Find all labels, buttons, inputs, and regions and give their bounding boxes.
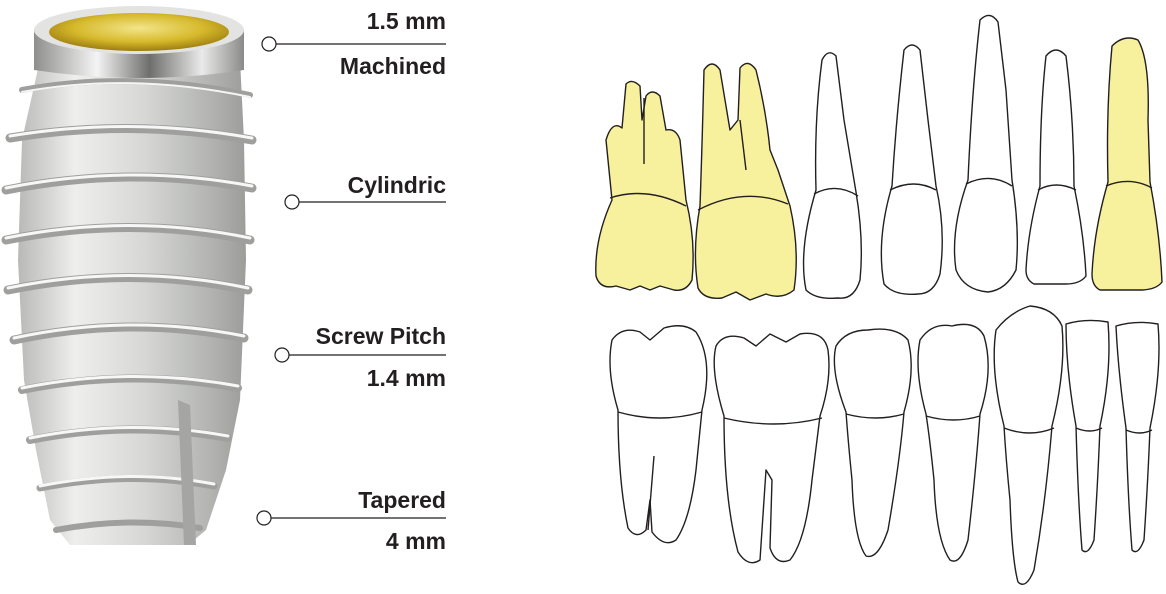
label-collar-finish: Machined — [340, 53, 446, 80]
implant — [6, 6, 252, 545]
label-collar-size: 1.5 mm — [367, 8, 446, 35]
callout-marker-body — [285, 195, 299, 209]
upper-teeth — [596, 15, 1162, 300]
upper-canine — [955, 15, 1018, 292]
lower-premolar-1 — [834, 329, 911, 556]
lower-lateral-incisor — [1066, 320, 1109, 551]
label-thread-name: Screw Pitch — [316, 323, 446, 350]
upper-premolar-1 — [804, 53, 862, 299]
lower-canine — [994, 306, 1063, 584]
upper-premolar-2 — [881, 45, 942, 294]
upper-lateral-incisor — [1026, 50, 1086, 284]
upper-central-incisor — [1092, 38, 1162, 290]
label-body-shape: Cylindric — [348, 172, 446, 199]
callout-lines — [257, 37, 446, 525]
lower-molar-2 — [714, 333, 829, 562]
lower-premolar-2 — [918, 324, 988, 561]
callout-marker-collar — [262, 37, 276, 51]
label-thread-pitch: 1.4 mm — [367, 365, 446, 392]
lower-teeth — [610, 306, 1159, 584]
upper-molar-2 — [695, 63, 796, 300]
label-apex-size: 4 mm — [386, 528, 446, 555]
callout-marker-thread — [275, 348, 289, 362]
lower-central-incisor — [1116, 322, 1159, 551]
implant-gold-bore — [49, 13, 229, 51]
upper-molar-1 — [596, 81, 693, 290]
callout-marker-apex — [257, 511, 271, 525]
label-apex-shape: Tapered — [358, 487, 446, 514]
lower-molar-1 — [610, 326, 707, 543]
